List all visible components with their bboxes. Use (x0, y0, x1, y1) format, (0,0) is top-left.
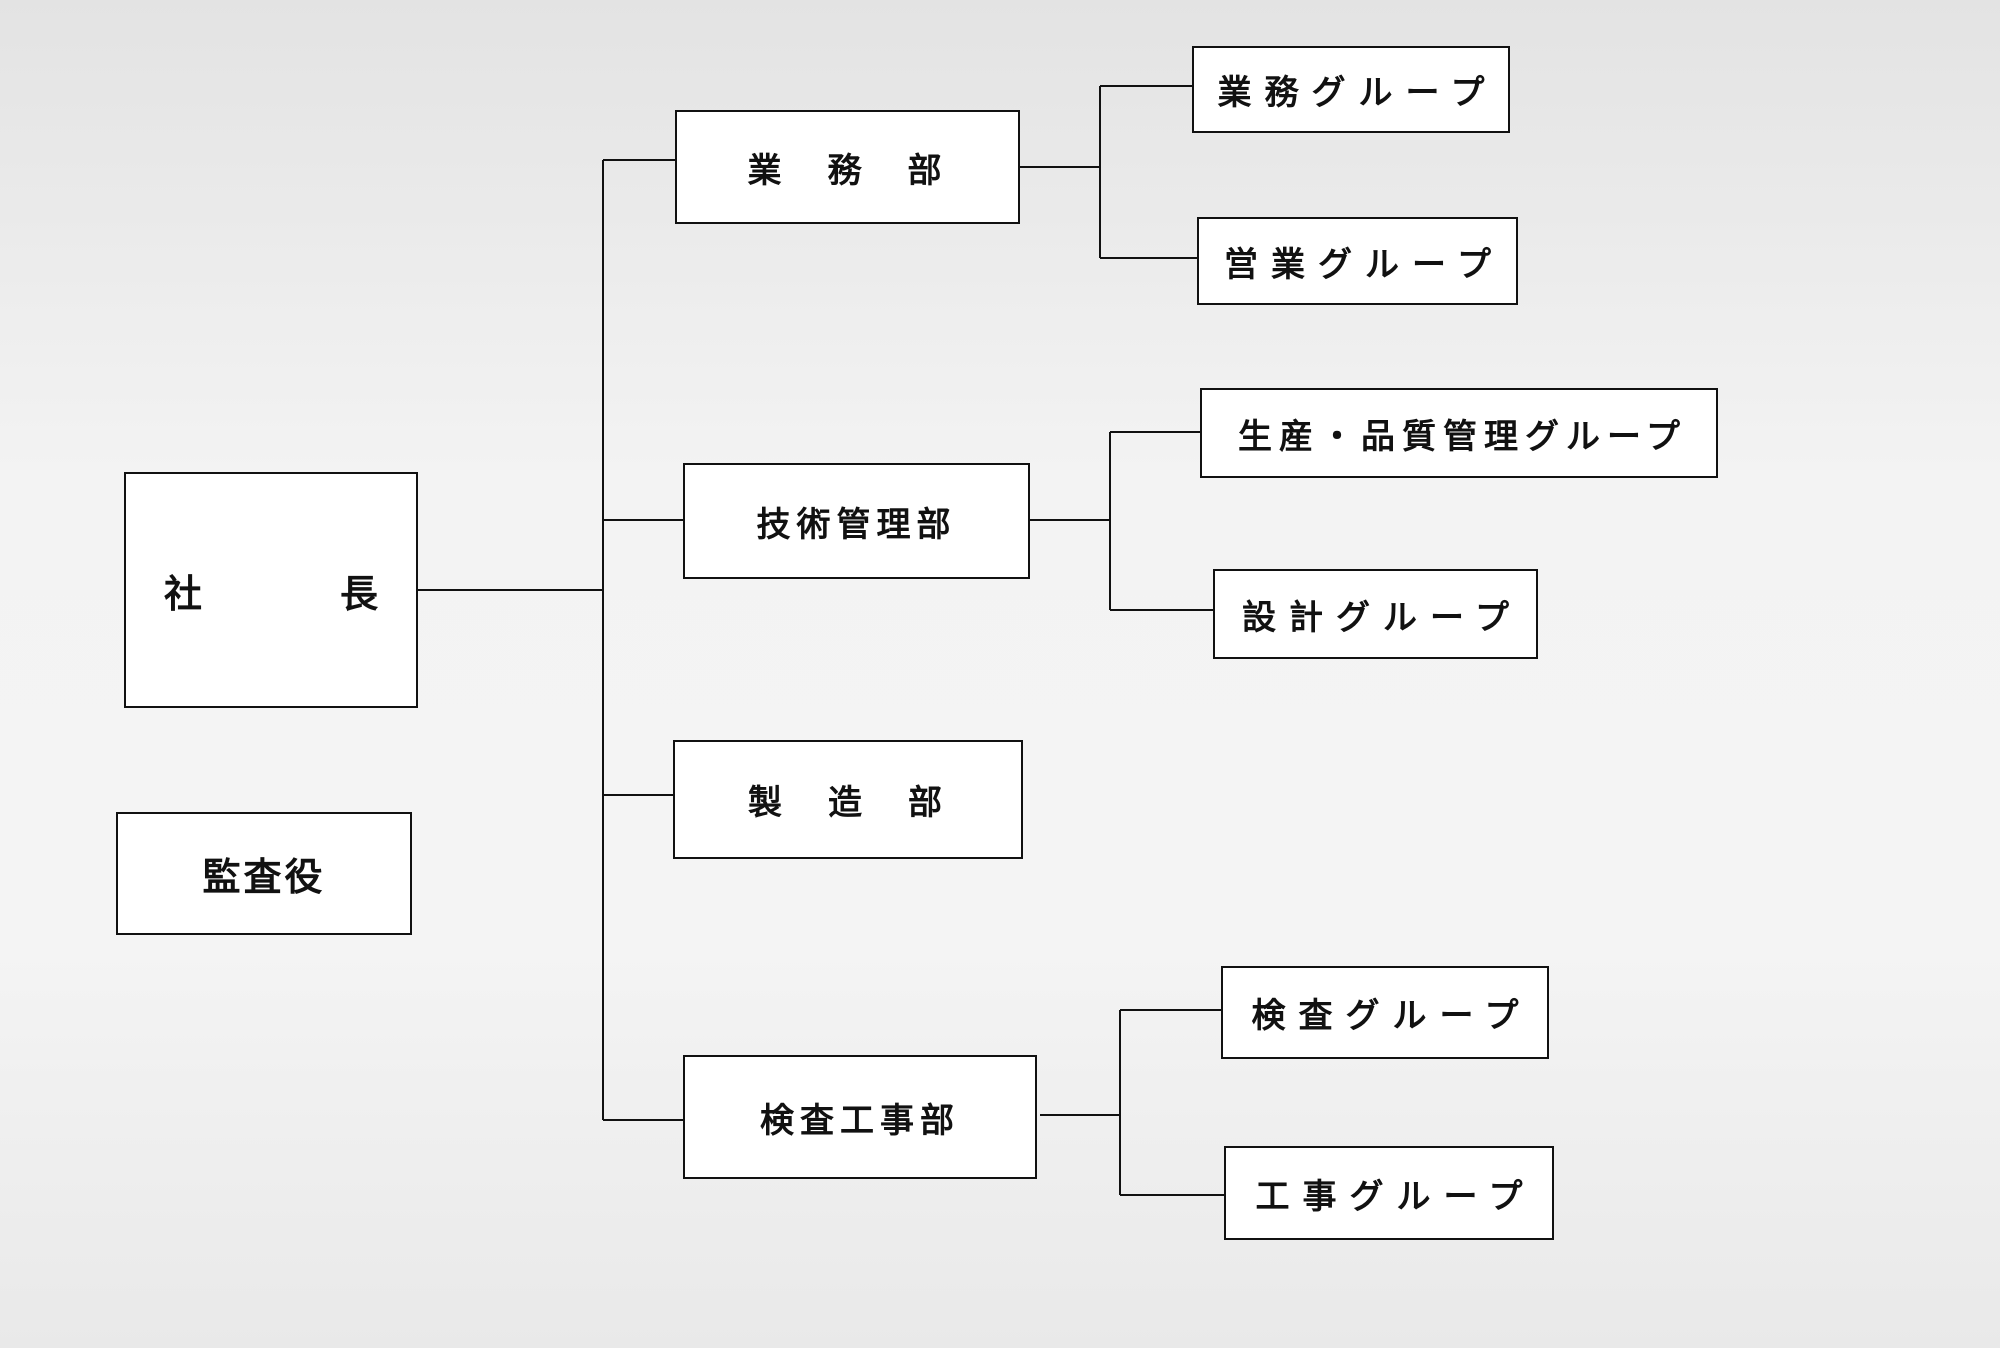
department-seizo-box: 製 造 部 (673, 740, 1023, 859)
group-sekkei-box: 設計グループ (1213, 569, 1538, 659)
department-gyomu-label: 業 務 部 (747, 150, 948, 191)
group-seisan-hinshitsu-box: 生産・品質管理グループ (1200, 388, 1718, 478)
auditor-label: 監査役 (202, 855, 326, 899)
group-eigyo-label: 営業グループ (1224, 244, 1504, 285)
department-gijutsu-box: 技術管理部 (683, 463, 1030, 579)
department-kensa-box: 検査工事部 (683, 1055, 1037, 1179)
group-eigyo-box: 営業グループ (1197, 217, 1518, 305)
department-gyomu-box: 業 務 部 (675, 110, 1020, 224)
department-gijutsu-label: 技術管理部 (756, 504, 957, 545)
group-gyomu-label: 業務グループ (1217, 73, 1498, 113)
group-koji-box: 工事グループ (1224, 1146, 1554, 1240)
president-label: 社 長 (164, 571, 429, 616)
group-seisan-hinshitsu-label: 生産・品質管理グループ (1238, 416, 1687, 457)
department-seizo-label: 製 造 部 (748, 783, 948, 823)
group-kensa-label: 検査グループ (1251, 996, 1532, 1036)
group-kensa-box: 検査グループ (1221, 966, 1549, 1059)
group-gyomu-box: 業務グループ (1192, 46, 1510, 133)
president-box: 社 長 (124, 472, 418, 708)
group-sekkei-label: 設計グループ (1242, 597, 1522, 638)
auditor-box: 監査役 (116, 812, 412, 935)
group-koji-label: 工事グループ (1255, 1176, 1536, 1217)
department-kensa-label: 検査工事部 (760, 1100, 960, 1141)
